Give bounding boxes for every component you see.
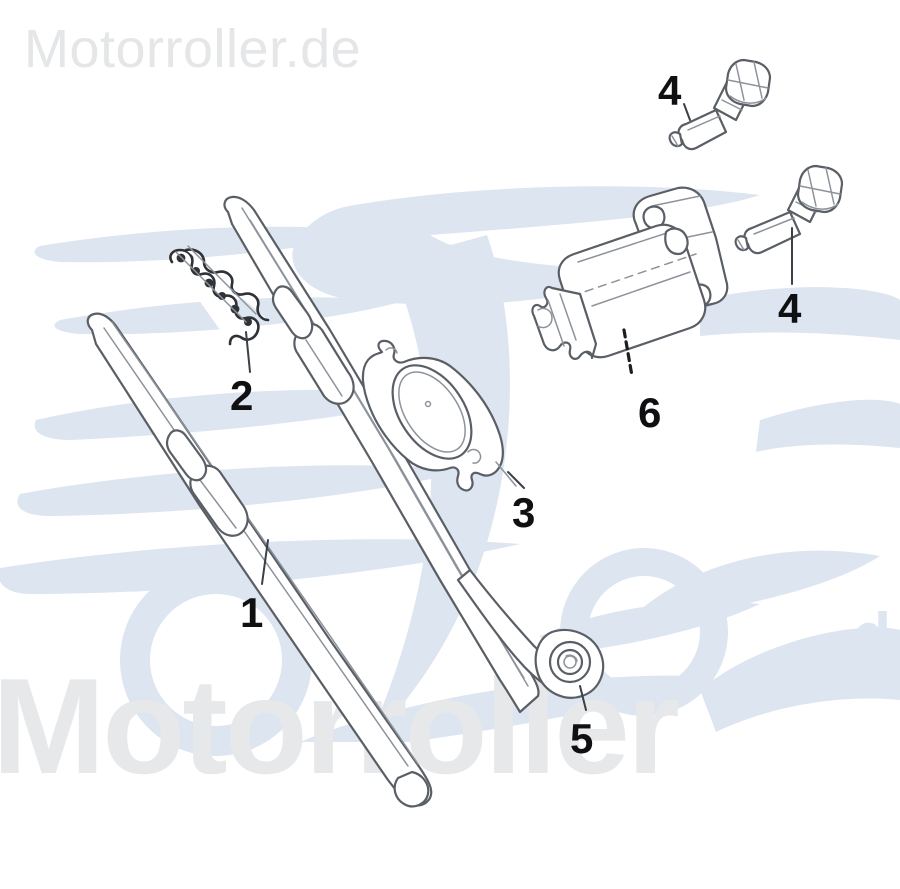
callout-label-4-lower: 4: [778, 285, 802, 332]
part-4-flange-bolt-upper: [668, 58, 772, 151]
logo-domain-fragment: .d: [836, 601, 892, 670]
part-5-pivot-bush: [534, 628, 605, 699]
part-4-flange-bolt-lower: [734, 164, 844, 285]
part-2-chain-master-link: [169, 245, 270, 373]
part-1-chain-guide-rail: [86, 312, 433, 808]
callout-label-2: 2: [230, 372, 254, 419]
part-3-chain-tensioner-blade: [223, 195, 605, 714]
part-6-chain-tensioner-body: [531, 186, 729, 378]
callout-label-1: 1: [240, 589, 264, 636]
callout-label-3: 3: [512, 489, 536, 536]
callout-label-6: 6: [638, 389, 662, 436]
watermark-top-text: Motorroller.de: [24, 19, 362, 79]
callout-label-5: 5: [570, 715, 594, 762]
callout-label-4-upper: 4: [658, 67, 682, 114]
part-3-guide-plate: [361, 339, 517, 492]
